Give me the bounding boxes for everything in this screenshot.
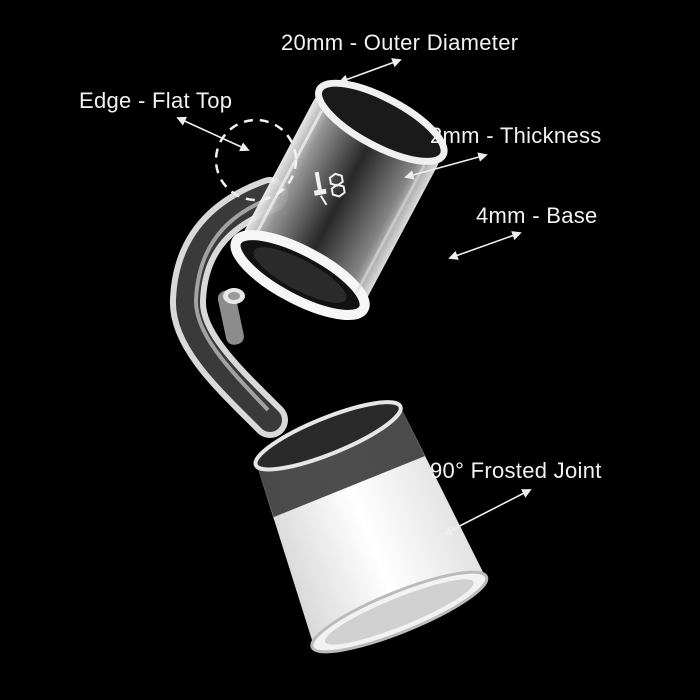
honeycomb-dabber-logo-icon	[313, 171, 346, 206]
double-arrow-icon	[442, 489, 532, 535]
dashed-circle-icon	[214, 118, 298, 202]
base-label: 4mm - Base	[476, 203, 598, 228]
double-arrow-icon	[176, 116, 250, 152]
carb-nub	[217, 288, 245, 345]
bucket	[230, 79, 448, 320]
edge-label: Edge - Flat Top	[79, 88, 233, 113]
thickness-label: 2mm - Thickness	[430, 123, 602, 148]
neck-tube	[170, 177, 288, 438]
frosted-joint-label: 90° Frosted Joint	[430, 458, 602, 483]
frosted-joint	[253, 400, 489, 654]
outer-diameter-label: 20mm - Outer Diameter	[281, 30, 519, 55]
double-arrow-icon	[338, 58, 402, 84]
double-arrow-icon	[404, 152, 488, 180]
double-arrow-icon	[448, 231, 522, 260]
